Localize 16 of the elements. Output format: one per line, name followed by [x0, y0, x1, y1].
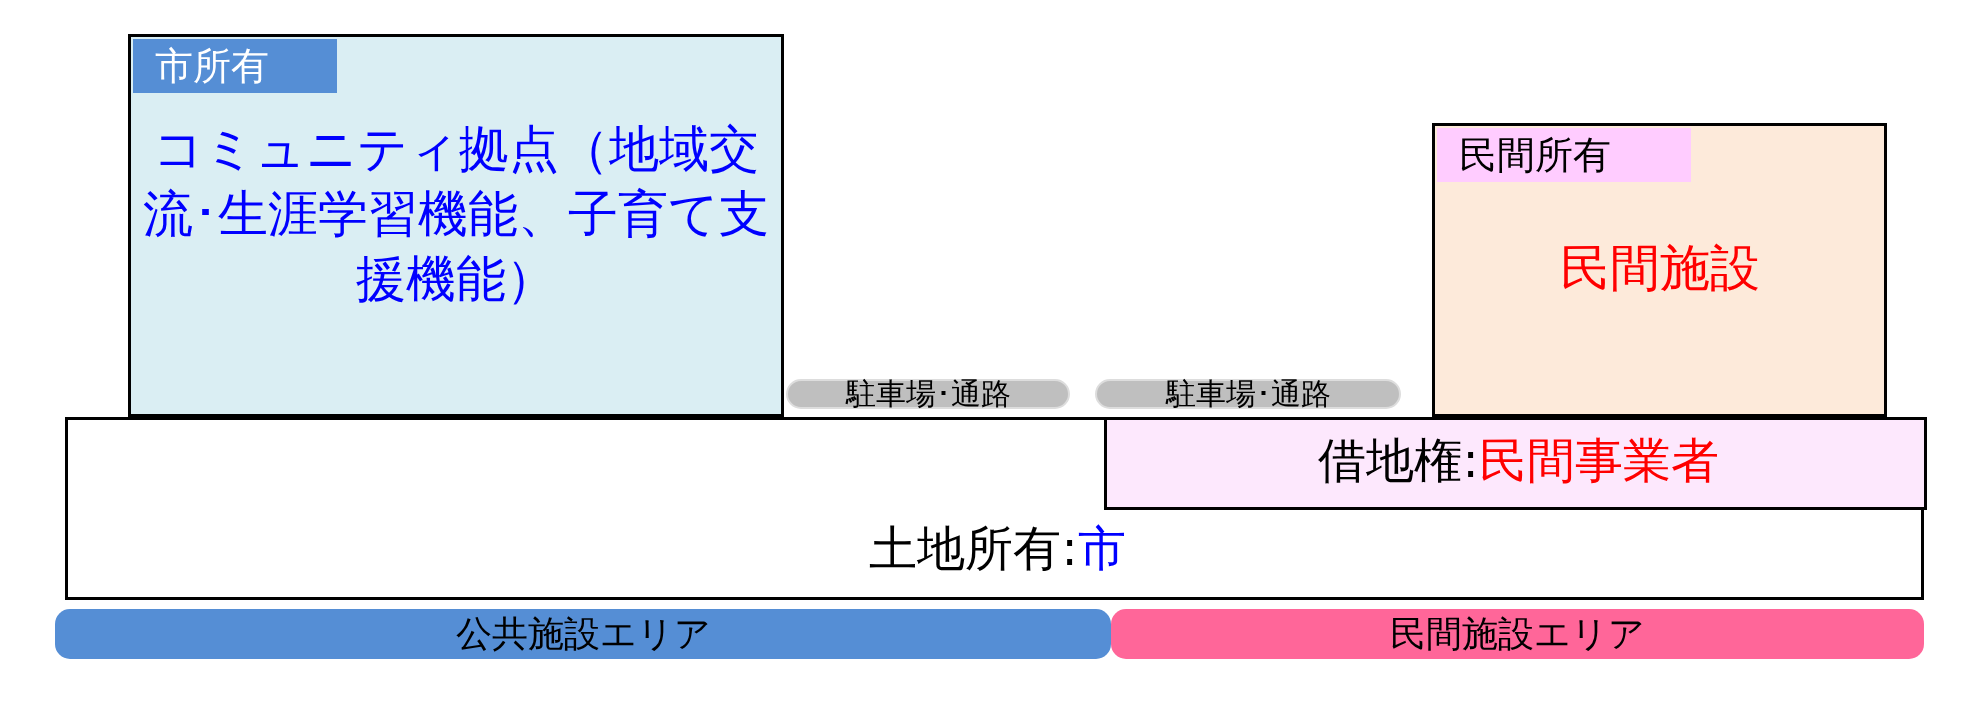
ownership-tag: 市所有 [133, 39, 337, 93]
field-name: 土地所有: [869, 520, 1078, 576]
area-band: 民間施設エリア [1111, 609, 1924, 659]
field-value: 市 [1077, 520, 1126, 576]
facility-name: 民間施設 [1558, 238, 1761, 299]
facility-box [128, 34, 784, 417]
parking-pill: 駐車場･通路 [786, 379, 1070, 409]
field-value: 民間事業者 [1478, 432, 1719, 488]
facility-box [1432, 123, 1887, 417]
parking-pill: 駐車場･通路 [1095, 379, 1401, 409]
ownership-tag: 民間所有 [1437, 128, 1691, 182]
field-name: 借地権: [1318, 432, 1479, 488]
land-box [65, 417, 1924, 600]
area-band: 公共施設エリア [55, 609, 1111, 659]
facility-name: コミュニティ拠点（地域交流･生涯学習機能、子育て支援機能） [142, 119, 770, 310]
leasehold-box [1104, 417, 1927, 510]
